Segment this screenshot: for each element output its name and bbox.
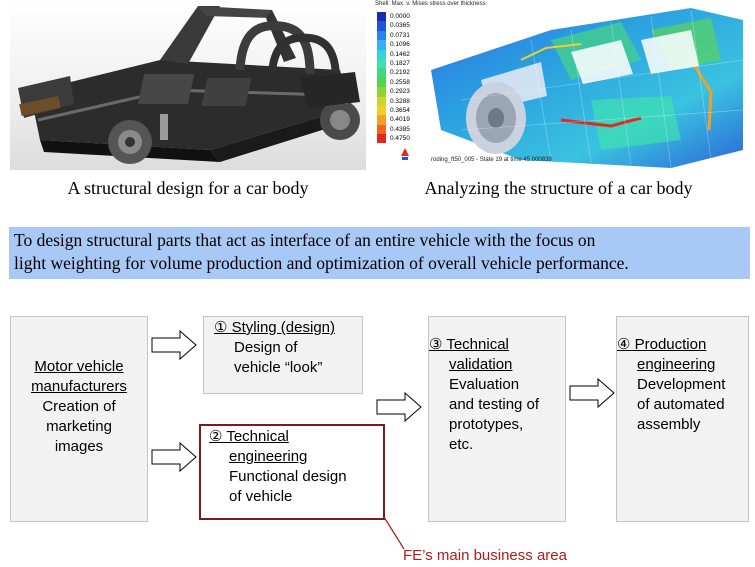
main-business-area-label: FE’s main business area: [403, 547, 567, 564]
legend-value: 0.0731: [390, 31, 410, 39]
technical-engineering-body-2: of vehicle: [229, 488, 293, 505]
technical-validation-title-2: validation: [449, 356, 513, 373]
legend-row: 0.0365: [377, 21, 437, 31]
business-area-leader-line: [383, 516, 405, 550]
legend-swatch: [377, 124, 386, 135]
arrow-to-styling-icon: [151, 330, 197, 360]
legend-row: 0.2558: [377, 77, 437, 88]
technical-engineering-box: ② Technical engineering Functional desig…: [199, 424, 385, 520]
banner-line-1: To design structural parts that act as i…: [14, 230, 596, 250]
legend-swatch: [377, 68, 386, 78]
technical-validation-title-1: ③ Technical: [429, 336, 509, 353]
legend-row: 0.4019: [377, 115, 437, 125]
production-engineering-title-1: ④ Production: [617, 336, 707, 353]
legend-row: 0.4385: [377, 124, 437, 135]
legend-swatch: [377, 115, 386, 125]
legend-value: 0.3288: [390, 97, 410, 105]
legend-value: 0.1462: [390, 50, 410, 58]
production-engineering-body-1: Development: [637, 376, 726, 393]
simulation-state-label: roding_ft50_005 - State 19 at time 45.00…: [431, 157, 552, 163]
legend-value: 0.0000: [390, 13, 410, 20]
legend-swatch: [377, 105, 386, 116]
legend-row: 0.1462: [377, 49, 437, 59]
manufacturers-title-line1: Motor vehicle: [34, 358, 124, 375]
purpose-banner: To design structural parts that act as i…: [9, 227, 750, 279]
legend-swatch: [377, 21, 386, 31]
technical-engineering-body-1: Functional design: [229, 468, 347, 485]
manufacturers-title-line2: manufacturers: [31, 378, 127, 395]
legend-value: 0.4750: [390, 135, 410, 143]
stress-analysis-image: Shell: Max. v. Mises stress over thickne…: [371, 0, 746, 170]
legend-value: 0.4019: [390, 116, 410, 124]
legend-swatch: [377, 40, 386, 50]
legend-swatch: [377, 87, 386, 97]
legend-row: 0.0000: [377, 12, 437, 22]
car-body-design-image: [10, 0, 366, 170]
styling-body-2: vehicle “look”: [234, 359, 323, 376]
technical-validation-body-3: prototypes,: [449, 416, 524, 433]
manufacturers-body-1: Creation of: [42, 398, 116, 415]
arrow-to-validation-icon: [376, 392, 422, 422]
legend-row: 0.4750: [377, 134, 437, 144]
legend-value: 0.4385: [390, 125, 410, 133]
legend-value: 0.2558: [390, 78, 410, 86]
right-image-caption: Analyzing the structure of a car body: [424, 178, 693, 198]
legend-title: Shell: Max. v. Mises stress over thickne…: [375, 1, 486, 7]
legend-value: 0.2923: [390, 88, 410, 96]
styling-body-1: Design of: [234, 339, 298, 356]
production-engineering-body-2: of automated: [637, 396, 725, 413]
legend-swatch: [377, 134, 386, 144]
legend-row: 0.1827: [377, 58, 437, 69]
legend-value: 0.1096: [390, 41, 410, 49]
arrow-to-technical-engineering-icon: [151, 442, 197, 472]
technical-validation-body-2: and testing of: [449, 396, 540, 413]
banner-line-2: light weighting for volume production an…: [14, 253, 629, 273]
legend-value: 0.1827: [390, 59, 410, 67]
technical-validation-body-1: Evaluation: [449, 376, 520, 393]
legend-swatch: [377, 12, 386, 22]
legend-row: 0.1096: [377, 40, 437, 50]
motor-vehicle-manufacturers-box: Motor vehicle manufacturers Creation of …: [10, 316, 148, 522]
production-engineering-body-3: assembly: [637, 416, 701, 433]
legend-row: 0.3288: [377, 96, 437, 106]
production-engineering-title-2: engineering: [637, 356, 716, 373]
technical-validation-box: ③ Technical validation Evaluation and te…: [428, 316, 566, 522]
legend-swatch: [377, 49, 386, 59]
technical-engineering-title-1: ② Technical: [209, 428, 289, 445]
technical-engineering-title-2: engineering: [229, 448, 308, 465]
styling-design-box: ① Styling (design) Design of vehicle “lo…: [203, 316, 363, 394]
legend-swatch: [377, 30, 386, 41]
legend-row: 0.0731: [377, 30, 437, 41]
legend-row: 0.3654: [377, 105, 437, 116]
left-image-caption: A structural design for a car body: [67, 178, 309, 198]
technical-validation-body-4: etc.: [449, 436, 474, 453]
manufacturers-body-2: marketing: [46, 418, 112, 435]
styling-title: ① Styling (design): [214, 319, 335, 336]
legend-value: 0.3654: [390, 106, 410, 114]
legend-row: 0.2192: [377, 68, 437, 78]
legend-swatch: [377, 58, 386, 69]
production-engineering-box: ④ Production engineering Development of …: [616, 316, 749, 522]
legend-swatch: [377, 96, 386, 106]
arrow-to-production-icon: [569, 378, 615, 408]
legend-value: 0.2192: [390, 69, 410, 77]
legend-row: 0.2923: [377, 87, 437, 97]
legend-value: 0.0365: [390, 22, 410, 30]
legend-swatch: [377, 77, 386, 88]
manufacturers-body-3: images: [54, 438, 104, 455]
